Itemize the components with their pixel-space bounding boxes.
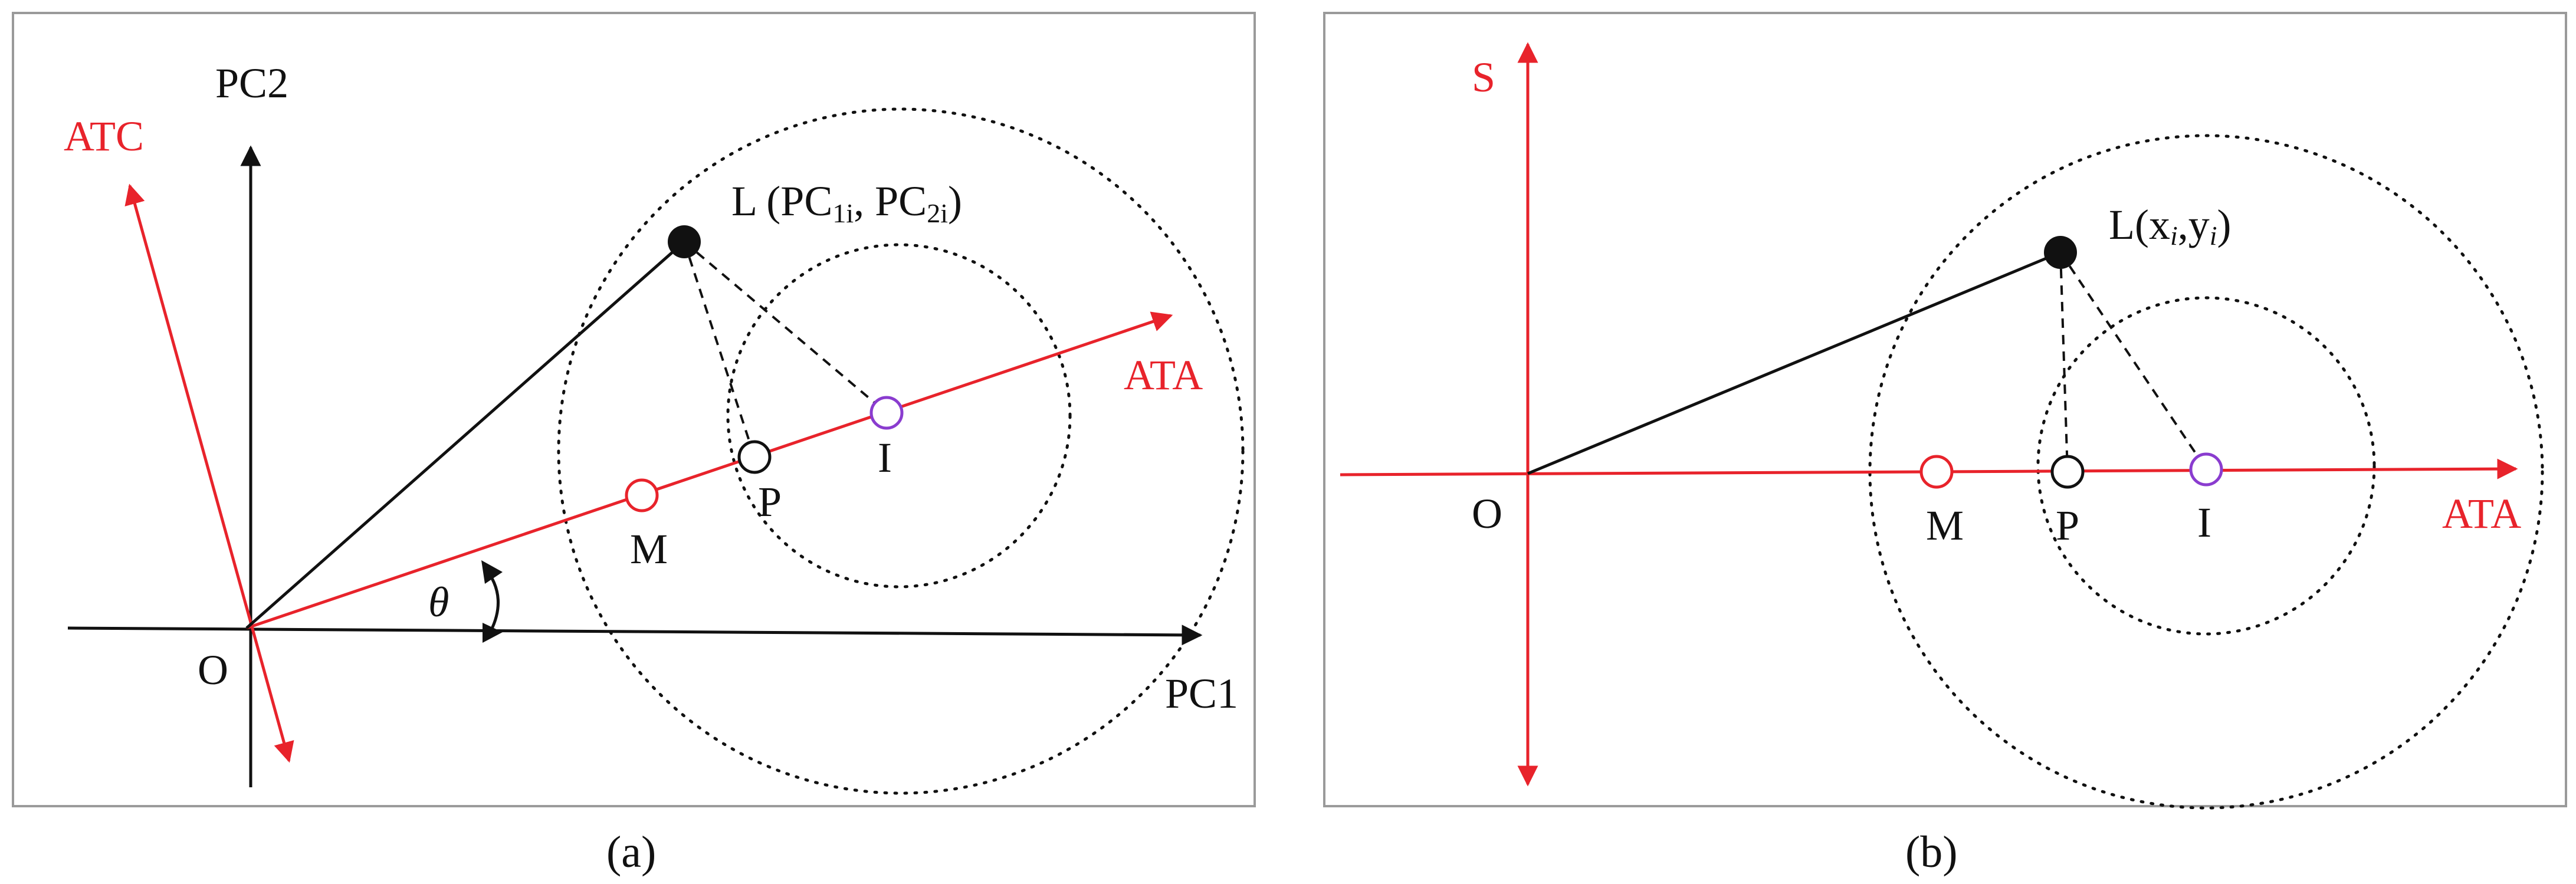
point-p <box>2050 455 2085 489</box>
atc-label: ATC <box>64 113 144 160</box>
inner-dotted-circle <box>726 243 1072 589</box>
li-dashed-line <box>2059 251 2207 470</box>
point-p <box>737 440 772 474</box>
atc-axis <box>124 183 294 763</box>
ol-line <box>1527 251 2061 475</box>
panel-a-caption: (a) <box>606 827 656 877</box>
ata-label: ATA <box>1124 351 1203 399</box>
panel-b-frame <box>1323 12 2567 807</box>
panel-a-frame <box>12 12 1256 807</box>
outer-dotted-circle <box>1868 134 2544 810</box>
theta-arrowhead-bottom <box>483 623 503 643</box>
outer-dotted-circle <box>557 107 1245 795</box>
ol-line <box>245 241 685 629</box>
p-label: P <box>2056 502 2079 549</box>
p-label: P <box>758 478 782 525</box>
point-m <box>1919 455 1954 489</box>
inner-dotted-circle <box>2036 296 2376 636</box>
panel-b: S ATA O M P I L(xi,yi) (b) <box>1323 12 2567 877</box>
point-l <box>2044 236 2077 269</box>
li-dashed-line <box>683 241 888 414</box>
pc1-axis <box>67 625 1203 646</box>
i-label: I <box>878 434 892 481</box>
point-i <box>869 396 904 430</box>
panel-b-caption: (b) <box>1905 827 1958 877</box>
origin-label: O <box>1472 490 1502 537</box>
m-label: M <box>630 525 668 573</box>
theta-arrowhead-top <box>481 560 503 584</box>
point-l-label: L (PC1i, PC2i) <box>731 178 962 228</box>
pc2-label: PC2 <box>215 60 288 107</box>
ata-label: ATA <box>2442 490 2521 537</box>
lp-dashed-line <box>2059 252 2069 472</box>
point-i <box>2189 452 2223 487</box>
m-label: M <box>1926 502 1964 549</box>
s-label: S <box>1472 54 1495 101</box>
point-l-label: L(xi,yi) <box>2109 201 2232 251</box>
origin-label: O <box>198 646 228 694</box>
pc1-label: PC1 <box>1165 670 1238 717</box>
point-m <box>625 478 659 512</box>
lp-dashed-line <box>683 241 756 458</box>
point-l <box>668 225 701 258</box>
i-label: I <box>2197 499 2211 546</box>
theta-label: θ <box>428 579 449 626</box>
ata-axis <box>246 311 1173 630</box>
panel-a: PC2 ATC ATA PC1 O θ M P I L (PC1i, PC2i)… <box>12 12 1256 877</box>
